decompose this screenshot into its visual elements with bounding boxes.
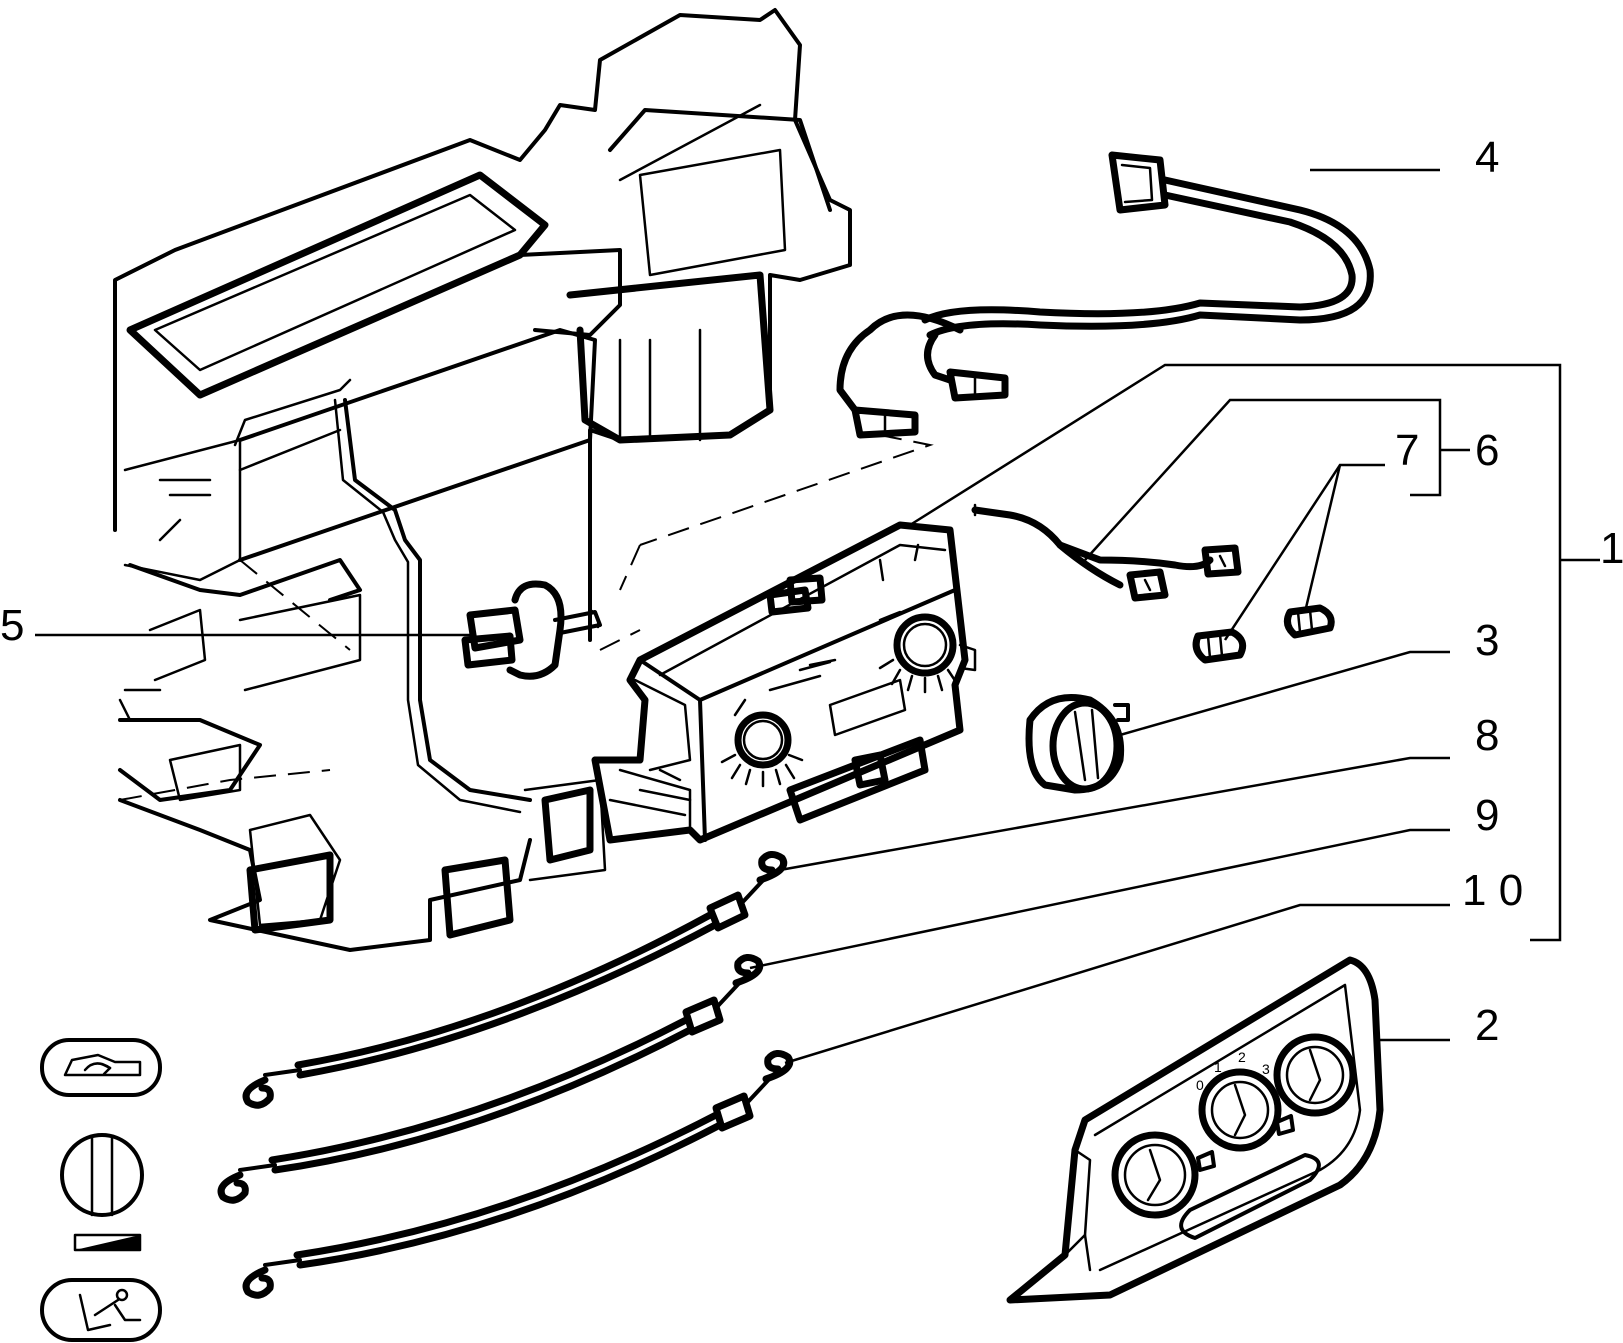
leader-lines <box>35 168 1600 1065</box>
control-cables <box>217 851 794 1299</box>
bulb-harness <box>971 503 1242 602</box>
callout-labels: 4 1 6 7 5 3 8 9 1 0 2 <box>0 133 1623 1050</box>
assembly-guide-lines <box>119 434 934 801</box>
recirculation-icon <box>40 1038 162 1097</box>
callout-4: 4 <box>1475 133 1499 182</box>
callout-1: 1 <box>1600 524 1623 573</box>
cable-9 <box>217 954 764 1204</box>
callout-8: 8 <box>1475 711 1499 760</box>
callout-7: 7 <box>1395 426 1419 475</box>
bulbs <box>1192 604 1335 664</box>
wiring-harness <box>836 151 1374 439</box>
air-distribution-icon <box>40 1278 162 1342</box>
cable-10 <box>242 1050 794 1299</box>
callout-3: 3 <box>1475 616 1499 665</box>
heater-housing <box>113 8 852 952</box>
dial-mark-1: 1 <box>1214 1059 1222 1075</box>
knob <box>1025 694 1130 794</box>
blower-switch <box>461 580 602 680</box>
temperature-knob-icon <box>60 1133 144 1217</box>
callout-6: 6 <box>1475 426 1499 475</box>
callout-10: 1 0 <box>1462 866 1523 915</box>
control-unit <box>591 521 977 844</box>
callout-2: 2 <box>1475 1001 1499 1050</box>
control-faceplate: 0 1 2 3 <box>1006 956 1384 1304</box>
callout-9: 9 <box>1475 791 1499 840</box>
callout-5: 5 <box>0 601 24 650</box>
dial-mark-2: 2 <box>1238 1049 1246 1065</box>
dial-mark-3: 3 <box>1262 1061 1270 1077</box>
dial-mark-0: 0 <box>1196 1077 1204 1093</box>
gradient-scale-icon <box>73 1233 142 1252</box>
cable-8 <box>242 851 788 1109</box>
legend-icons <box>40 1038 162 1342</box>
